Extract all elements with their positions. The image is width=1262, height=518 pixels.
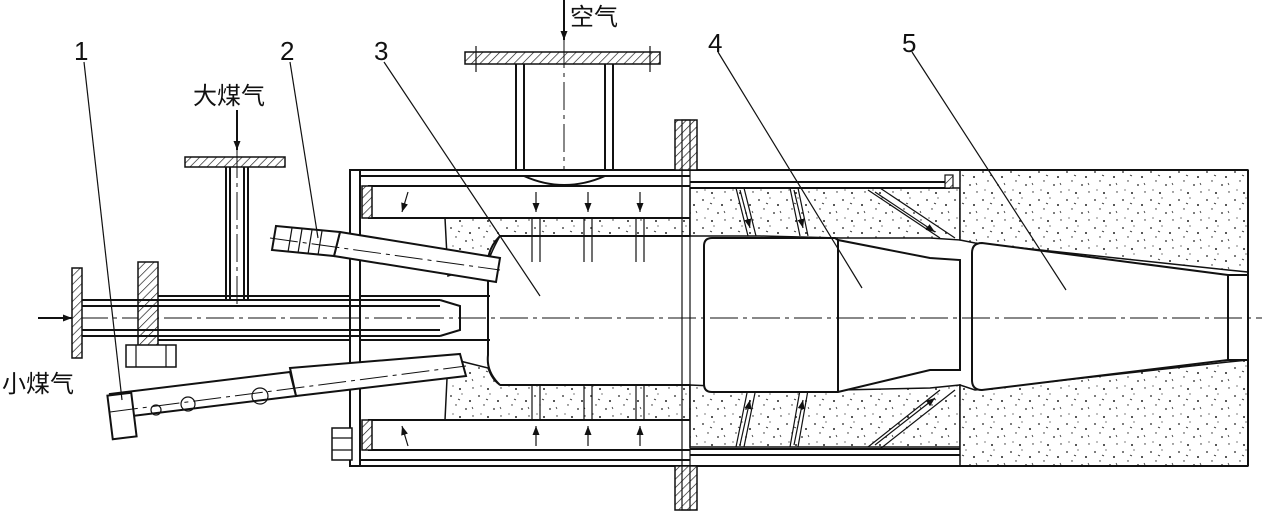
part-number-4: 4 (708, 28, 722, 58)
refractory-lower-front (444, 357, 691, 421)
air-flow-arrows (401, 187, 956, 450)
big-gas-pipe (184, 110, 286, 305)
small-gas-label: 小煤气 (2, 370, 74, 398)
big-gas-label: 大煤气 (193, 82, 265, 110)
part-number-3: 3 (374, 36, 388, 66)
gas-lance (38, 261, 490, 368)
igniter-upper (269, 224, 502, 284)
combustion-chamber (486, 235, 690, 386)
middle-flange (674, 119, 698, 511)
refractory-lower-mid (689, 384, 961, 448)
refractory-lining (444, 169, 1249, 467)
part-number-5: 5 (902, 28, 916, 58)
part-number-1: 1 (74, 36, 88, 66)
air-inlet (464, 0, 661, 186)
bottom-bolt (331, 427, 353, 461)
part-number-2: 2 (280, 36, 294, 66)
air-label: 空气 (570, 3, 618, 31)
leader-lines (83, 51, 1067, 401)
nozzle-4 (703, 237, 961, 393)
igniter-lower (106, 352, 468, 441)
